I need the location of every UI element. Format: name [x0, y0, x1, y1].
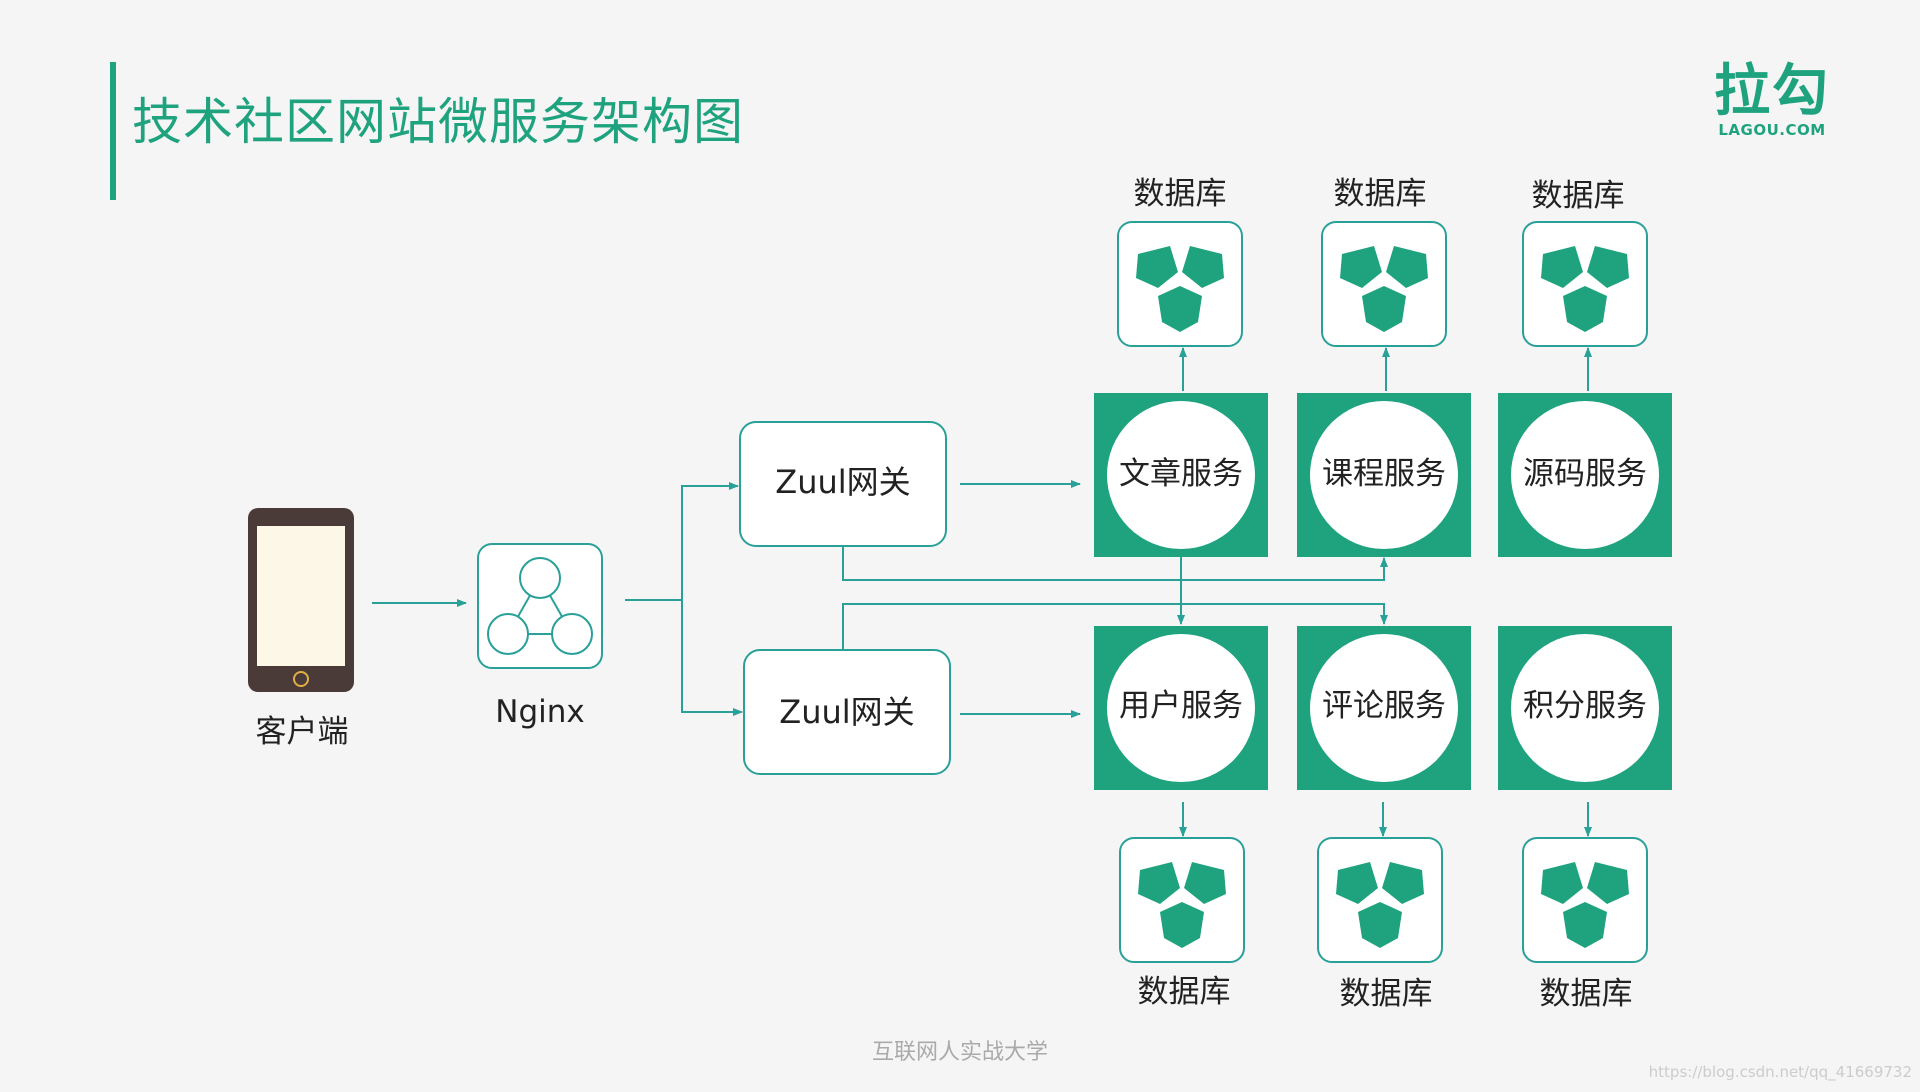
service-block-comment [1297, 626, 1471, 790]
footer-slogan: 互联网人实战大学 [871, 1040, 1048, 1065]
logo-text-cn: 拉勾 [1714, 59, 1830, 124]
database-icon [1321, 221, 1447, 347]
nginx-label: Nginx [495, 694, 585, 730]
title-accent-bar [110, 62, 116, 200]
connector-gateway1-cross [842, 546, 1388, 581]
database-icon [1317, 837, 1443, 963]
database-icon [1117, 221, 1243, 347]
gateway-box-2 [743, 649, 951, 775]
db-label-course: 数据库 [1333, 176, 1427, 212]
database-icon [1522, 221, 1648, 347]
service-block-source [1498, 393, 1672, 557]
gateway-label-2: Zuul网关 [779, 693, 915, 731]
connector-gateway2-cross [842, 603, 1388, 650]
arrow-to-gateway-1 [681, 482, 739, 600]
service-block-points [1498, 626, 1672, 790]
db-label-source: 数据库 [1531, 178, 1625, 214]
service-block-user [1094, 626, 1268, 790]
db-label-comment: 数据库 [1339, 976, 1433, 1012]
lagou-logo: 拉勾 LAGOU.COM [1712, 59, 1832, 139]
service-block-course [1297, 393, 1471, 557]
page-title: 技术社区网站微服务架构图 [132, 93, 744, 151]
service-label-article: 文章服务 [1119, 456, 1243, 492]
database-icon [1119, 837, 1245, 963]
gateway-label-1: Zuul网关 [775, 463, 911, 501]
db-label-user: 数据库 [1137, 974, 1231, 1010]
nginx-cluster-icon [477, 543, 603, 669]
service-label-user: 用户服务 [1119, 688, 1243, 724]
database-icon [1522, 837, 1648, 963]
service-label-points: 积分服务 [1523, 688, 1647, 724]
phone-icon [248, 508, 354, 692]
service-label-course: 课程服务 [1322, 456, 1446, 492]
watermark-url: https://blog.csdn.net/qq_41669732 [1648, 1063, 1912, 1081]
db-label-points: 数据库 [1539, 976, 1633, 1012]
service-block-article [1094, 393, 1268, 557]
db-label-article: 数据库 [1133, 176, 1227, 212]
logo-text-en: LAGOU.COM [1718, 121, 1826, 139]
service-label-source: 源码服务 [1523, 456, 1647, 492]
service-label-comment: 评论服务 [1322, 688, 1446, 724]
client-label: 客户端 [255, 714, 349, 750]
arrow-to-gateway-2 [681, 600, 743, 716]
